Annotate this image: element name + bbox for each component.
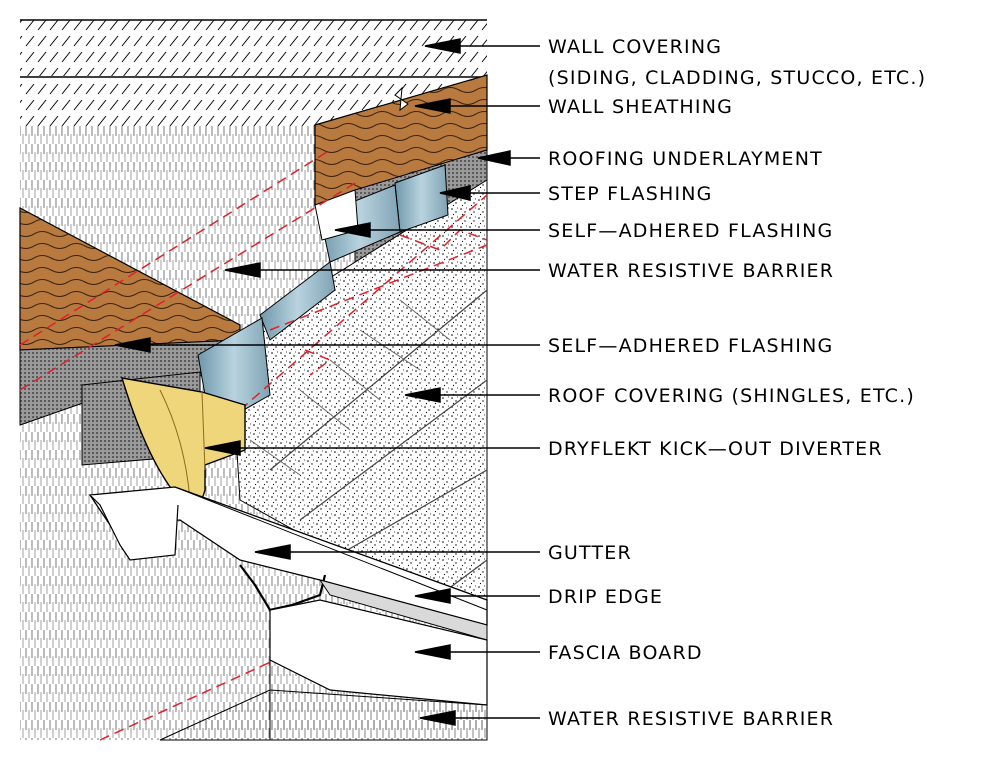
label-kick-out-diverter: DRYFLEKT KICK—OUT DIVERTER: [548, 438, 883, 460]
step-flashing: [197, 164, 449, 413]
label-self-adhered-flashing-upper: SELF—ADHERED FLASHING: [548, 220, 833, 242]
callout-labels: WALL COVERING (SIDING, CLADDING, STUCCO,…: [548, 36, 926, 730]
lower-water-resistive-barrier: [159, 689, 488, 741]
label-roofing-underlayment: ROOFING UNDERLAYMENT: [548, 148, 823, 170]
leader-lines: [114, 38, 540, 726]
label-roof-covering: ROOF COVERING (SHINGLES, ETC.): [548, 385, 915, 407]
label-wall-covering-sub: (SIDING, CLADDING, STUCCO, ETC.): [548, 67, 926, 89]
label-wall-covering: WALL COVERING: [548, 36, 722, 58]
label-self-adhered-flashing-lower: SELF—ADHERED FLASHING: [548, 335, 833, 357]
label-water-resistive-barrier-upper: WATER RESISTIVE BARRIER: [548, 260, 834, 282]
label-step-flashing: STEP FLASHING: [548, 183, 713, 205]
label-wall-sheathing: WALL SHEATHING: [548, 96, 733, 118]
self-adhered-flashing-lines: [19, 149, 488, 741]
label-gutter: GUTTER: [548, 542, 632, 564]
label-water-resistive-barrier-lower: WATER RESISTIVE BARRIER: [548, 708, 834, 730]
label-fascia-board: FASCIA BOARD: [548, 642, 703, 664]
label-drip-edge: DRIP EDGE: [548, 586, 663, 608]
